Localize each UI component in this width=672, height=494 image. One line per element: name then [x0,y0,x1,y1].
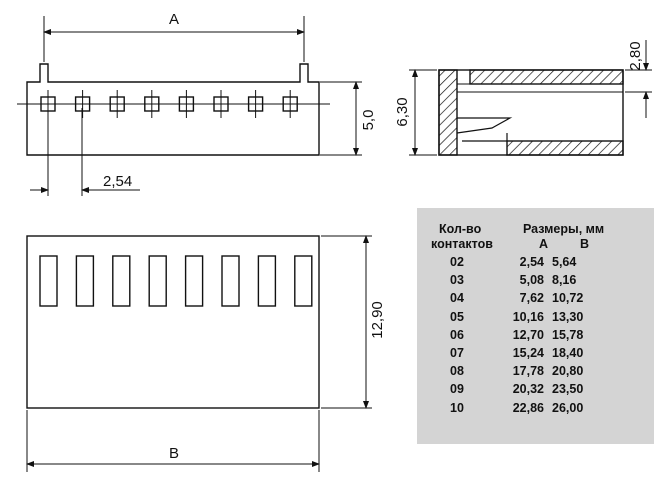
cell-b: 20,80 [552,364,584,379]
cell-a: 7,62 [519,291,544,306]
table-row: 09 20,32 23,50 [417,380,654,398]
cell-count: 09 [450,382,464,397]
cell-b: 13,30 [552,309,584,324]
cell-a: 5,08 [519,273,544,288]
dim-280-label: 2,80 [627,41,644,70]
side-left-block [438,69,458,156]
header-b: B [580,237,590,251]
cell-b: 18,40 [552,346,584,360]
pin-squares [40,90,298,118]
header-size: Размеры, мм [523,222,605,236]
cell-count: 04 [450,291,464,306]
side-top-wall [469,69,624,85]
bottom-outline [26,235,320,409]
cell-count: 06 [450,327,464,342]
contact-slot [257,255,277,307]
cell-b: 10,72 [552,291,584,306]
side-bottom-wall [506,140,624,156]
side-view [409,40,652,156]
cell-a: 17,78 [512,364,544,379]
pin [40,90,56,118]
dim-b-label: B [169,445,179,462]
cell-b: 5,64 [552,255,577,269]
pin [247,90,264,118]
cell-count: 10 [450,400,464,415]
cell-a: 20,32 [512,382,544,397]
table-row: 03 5,08 8,16 [417,271,654,289]
header-a: A [539,237,549,251]
dim-630-label: 6,30 [394,97,411,126]
table-row: 07 15,24 18,40 [417,344,654,362]
dim-pitch-label: 2,54 [103,173,132,190]
cell-count: 02 [450,255,464,269]
contact-slot [221,255,240,307]
table-row: 08 17,78 20,80 [417,362,654,380]
table-row: 10 22,86 26,00 [417,399,654,417]
front-view [17,16,362,196]
cell-a: 2,54 [519,255,544,269]
pin [178,90,195,118]
pin [282,90,298,118]
table-row: 04 7,62 10,72 [417,289,654,307]
cell-a: 12,70 [512,327,544,342]
cell-b: 8,16 [552,273,577,288]
header-count-line2: контактов [431,237,493,251]
cell-a: 22,86 [512,400,544,415]
size-table: Кол-во контактов Размеры, мм A B 02 2,54 5… [417,208,654,444]
contact-slot [112,255,131,307]
pin [74,90,91,118]
cell-b: 23,50 [552,382,584,397]
contact-slot [148,255,167,307]
table-row: 06 12,70 15,78 [417,326,654,344]
contact-slot [294,255,313,307]
side-latch-lower [462,133,508,142]
pin [109,90,125,118]
cell-a: 10,16 [512,309,544,324]
bottom-view [26,235,372,472]
contact-slot [75,255,95,307]
cell-b: 26,00 [552,400,584,415]
cell-count: 03 [450,273,464,288]
table-row: 05 10,16 13,30 [417,308,654,326]
pin [213,90,229,118]
contact-slot [39,255,58,307]
dim-1290-label: 12,90 [369,301,386,339]
table-row: 02 2,54 5,64 [417,253,654,271]
contact-slots [39,255,313,307]
cell-count: 05 [450,309,464,324]
cell-b: 15,78 [552,327,584,342]
contact-slot [184,255,204,307]
side-latch [456,117,513,134]
pin [144,90,160,118]
cell-a: 15,24 [512,346,544,360]
header-count-line1: Кол-во [439,222,482,236]
cell-count: 07 [450,346,464,360]
dim-a-label: A [169,11,179,28]
front-body-outline [26,63,320,156]
cell-count: 08 [450,364,464,379]
dim-5-label: 5,0 [360,110,377,131]
